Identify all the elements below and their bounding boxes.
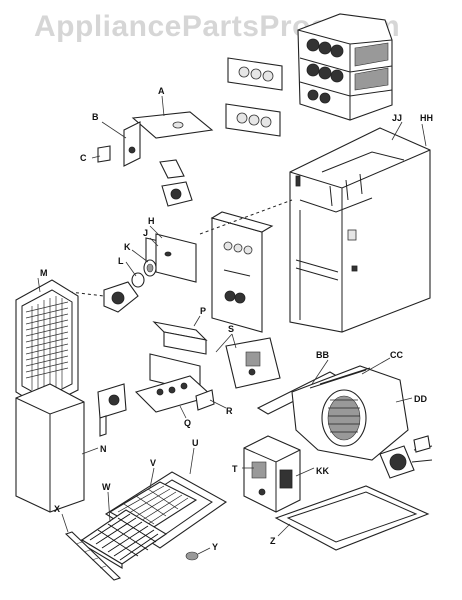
label-JJ: JJ (392, 113, 402, 123)
control-box (243, 435, 301, 513)
manifold-bracket (134, 321, 215, 413)
label-V: V (150, 458, 156, 468)
door-panel-grille (15, 279, 79, 409)
limit-switch-inset (225, 337, 281, 389)
label-R: R (226, 406, 233, 416)
label-N: N (100, 444, 107, 454)
door-panel-lower (15, 383, 85, 513)
label-W: W (102, 482, 111, 492)
filter-strip (64, 531, 122, 581)
label-Z: Z (270, 536, 276, 546)
label-H: H (148, 216, 155, 226)
label-KK: KK (316, 466, 329, 476)
bottom-panel (274, 485, 430, 551)
heat-exchanger (297, 13, 393, 121)
label-S: S (228, 324, 234, 334)
label-BB: BB (316, 350, 329, 360)
label-J: J (143, 228, 148, 238)
cabinet (289, 127, 431, 333)
callout-labels: A B C H J K L M N P Q R S T U V W X Y Z … (40, 86, 433, 552)
top-bracket (97, 111, 214, 207)
gasket-plate-lower (225, 103, 281, 137)
burner-assembly (69, 233, 197, 313)
label-DD: DD (414, 394, 427, 404)
label-M: M (40, 268, 48, 278)
inner-panel (199, 199, 293, 333)
leader-lines (37, 95, 427, 555)
label-Q: Q (184, 418, 191, 428)
gasket-plate-upper (227, 57, 283, 91)
label-Y: Y (212, 542, 218, 552)
label-P: P (200, 306, 206, 316)
filter-w (80, 509, 168, 569)
filter-clip (185, 551, 199, 561)
label-C: C (80, 153, 87, 163)
label-B: B (92, 112, 99, 122)
blower-housing (291, 365, 409, 461)
label-X: X (54, 504, 60, 514)
label-U: U (192, 438, 199, 448)
label-L: L (118, 256, 124, 266)
label-T: T (232, 464, 238, 474)
label-A: A (158, 86, 165, 96)
gas-valve (97, 383, 127, 437)
label-HH: HH (420, 113, 433, 123)
label-CC: CC (390, 350, 403, 360)
label-K: K (124, 242, 131, 252)
blower-motor (379, 435, 433, 479)
